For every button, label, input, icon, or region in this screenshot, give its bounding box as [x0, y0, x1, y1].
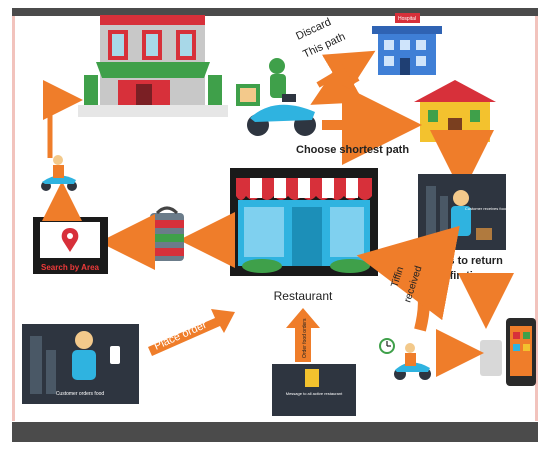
message-restaurant-panel — [272, 364, 356, 416]
customer-receives-label: Customer receives food — [465, 206, 507, 211]
hospital-sign-text: Hospital — [398, 16, 416, 22]
right-border — [535, 16, 538, 421]
scooter-to-store-arrow — [43, 80, 83, 158]
delivery-scooter-icon — [236, 58, 316, 136]
delivery-scooter-return-icon — [394, 343, 431, 380]
search-by-area-panel — [33, 217, 108, 274]
search-by-area-label: Search by Area — [41, 263, 100, 272]
message-restaurant-label: Message to all active restaurant — [286, 391, 343, 396]
place-order-arrow — [148, 309, 235, 356]
customer-receives-panel — [418, 174, 506, 250]
tiffin-box-icon — [150, 206, 184, 261]
left-border — [12, 16, 15, 421]
customer-icon — [453, 190, 469, 206]
return-label-2: tiffin time — [439, 270, 489, 282]
order-food-label: Order food orders — [302, 318, 308, 358]
restaurant-label: Restaurant — [274, 289, 333, 303]
choose-path-label: Choose shortest path — [296, 144, 409, 156]
hospital-icon — [372, 13, 442, 75]
storefront-icon — [78, 15, 228, 117]
tiffin-received-arrow — [356, 225, 460, 332]
bottom-bar — [12, 422, 538, 442]
return-label-1: 12hrs to return — [425, 255, 503, 267]
order-up-arrow — [286, 308, 320, 362]
top-bar — [12, 8, 538, 16]
customer-orders-label: Customer orders food — [56, 391, 105, 397]
phone-order-icon — [480, 318, 536, 386]
customer-orders-panel — [22, 324, 139, 404]
delivery-scooter-small-icon — [41, 155, 77, 191]
restaurant-icon — [230, 168, 378, 276]
map-pin-icon — [61, 228, 79, 252]
